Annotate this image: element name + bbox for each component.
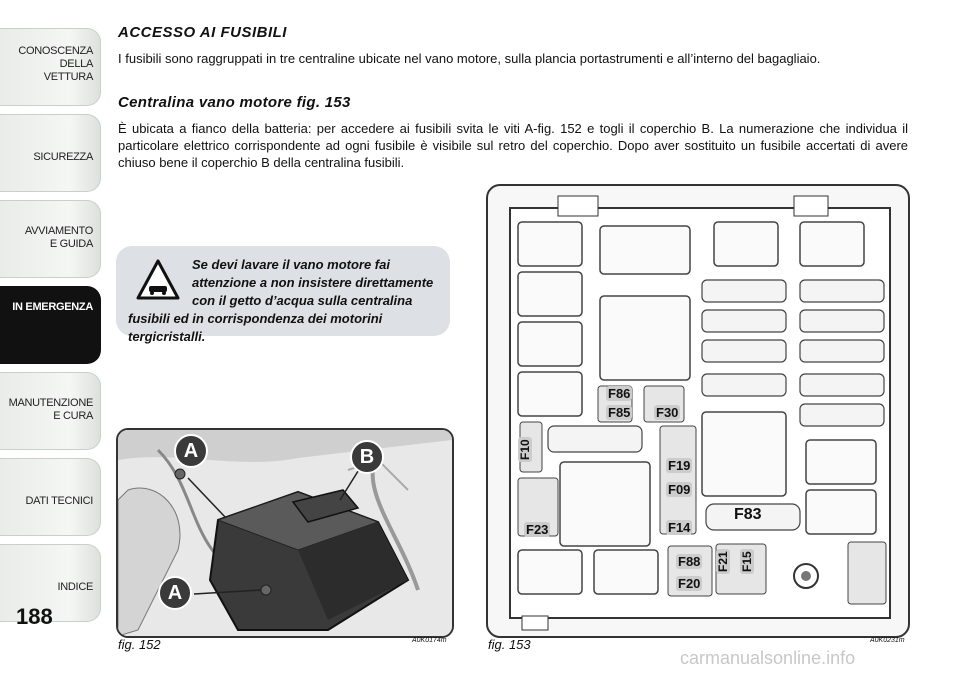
warning-triangle-icon [136, 259, 180, 300]
warning-text: Se devi lavare il vano motore fai attenz… [128, 257, 434, 344]
fuse-f23: F23 [524, 522, 551, 537]
tab-label: CONOSCENZA DELLA VETTURA [18, 45, 93, 83]
fuse-f15: F15 [740, 549, 754, 574]
fig153-code: A0K0231m [870, 637, 905, 644]
fig152-code: A0K0174m [412, 637, 447, 644]
fig153-caption: fig. 153 [488, 637, 531, 652]
fuse-f85: F85 [606, 405, 633, 420]
figure-153: F86 F85 F30 F10 F19 F09 F14 F23 F83 F88 … [486, 184, 910, 638]
tab-avviamento[interactable]: AVVIAMENTO E GUIDA [0, 200, 101, 278]
body-paragraph: È ubicata a fianco della batteria: per a… [118, 121, 908, 170]
tab-conoscenza[interactable]: CONOSCENZA DELLA VETTURA [0, 28, 101, 106]
fig152-caption: fig. 152 [118, 637, 161, 652]
tab-in-emergenza[interactable]: IN EMERGENZA [0, 286, 101, 364]
tab-label: MANUTENZIONE E CURA [8, 397, 94, 422]
fuse-f86: F86 [606, 386, 633, 401]
label-a-bottom: A [158, 576, 192, 610]
fuse-f20: F20 [676, 576, 703, 591]
tab-sicurezza[interactable]: SICUREZZA [0, 114, 101, 192]
watermark: carmanualsonline.info [680, 648, 856, 668]
section-subtitle: Centralina vano motore fig. 153 [118, 94, 351, 111]
warning-box: Se devi lavare il vano motore fai attenz… [116, 246, 450, 344]
page-number: 188 [16, 604, 53, 629]
intro-paragraph: I fusibili sono raggruppati in tre centr… [118, 51, 821, 66]
fuse-f19: F19 [666, 458, 693, 473]
fuse-f14: F14 [666, 520, 693, 535]
tab-label: AVVIAMENTO E GUIDA [24, 225, 93, 250]
tab-indice[interactable]: INDICE [0, 544, 101, 622]
tab-label: IN EMERGENZA [12, 301, 93, 313]
tab-label: SICUREZZA [33, 151, 93, 163]
label-b: B [350, 440, 384, 474]
fuse-f88: F88 [676, 554, 703, 569]
fuse-box-diagram [509, 195, 891, 631]
figure-152: A B A [116, 428, 454, 638]
fuse-f30: F30 [654, 405, 681, 420]
fuse-f10: F10 [518, 437, 532, 462]
tab-manutenzione[interactable]: MANUTENZIONE E CURA [0, 372, 101, 450]
fuse-f83: F83 [734, 506, 762, 523]
tab-label: INDICE [57, 581, 94, 593]
label-a-top: A [174, 434, 208, 468]
tab-dati-tecnici[interactable]: DATI TECNICI [0, 458, 101, 536]
fuse-f21: F21 [716, 549, 730, 574]
section-title: ACCESSO AI FUSIBILI [118, 24, 287, 41]
tab-label: DATI TECNICI [25, 495, 94, 507]
fuse-f09: F09 [666, 482, 693, 497]
